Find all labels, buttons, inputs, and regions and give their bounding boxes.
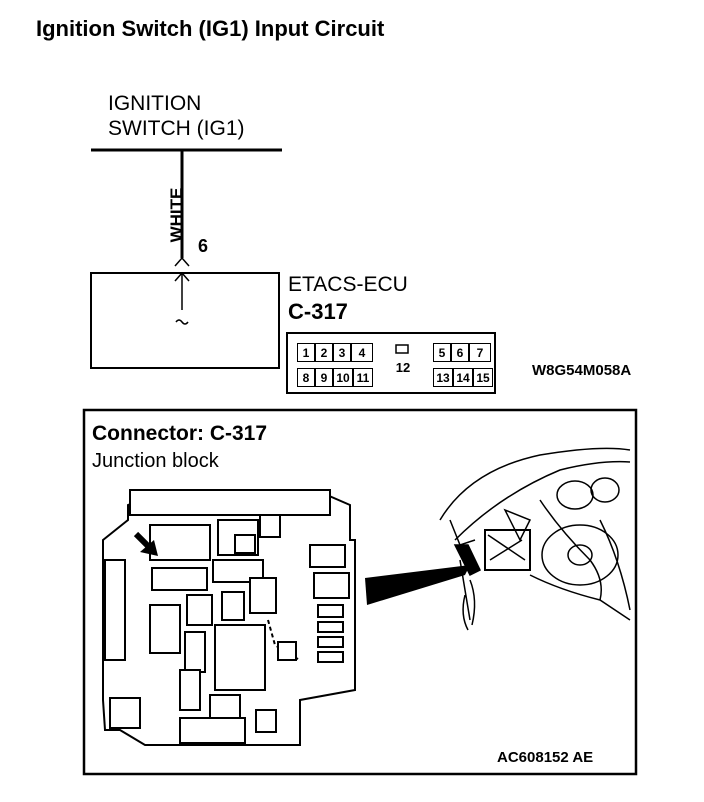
connector-pin: 15 — [473, 368, 493, 387]
schematic-reference-code: W8G54M058A — [532, 362, 632, 379]
connector-pin: 6 — [451, 343, 469, 362]
connector-pin: 10 — [333, 368, 353, 387]
connector-arrow-top — [174, 256, 190, 267]
connector-pin: 3 — [333, 343, 351, 362]
junction-block-illustration — [102, 489, 356, 746]
internal-break-mark — [175, 319, 189, 325]
ecu-box — [90, 272, 280, 369]
location-arrow — [133, 531, 158, 556]
connector-pin-center: 12 — [395, 360, 411, 375]
connector-pin: 7 — [469, 343, 491, 362]
connector-pin: 1 — [297, 343, 315, 362]
connector-pin: 9 — [315, 368, 333, 387]
connector-pin: 8 — [297, 368, 315, 387]
photo-reference-code: AC608152 AE — [497, 749, 594, 766]
connector-face-outline — [286, 332, 496, 394]
photo-frame — [82, 408, 638, 776]
connector-pin: 14 — [453, 368, 473, 387]
connector-lock-tab — [395, 344, 409, 354]
ignition-switch-label-line2: SWITCH (IG1) — [108, 117, 245, 140]
zoom-wedge — [365, 565, 470, 605]
connector-pin: 2 — [315, 343, 333, 362]
ignition-switch-label-line1: IGNITION — [108, 92, 202, 115]
photo-subtitle: Junction block — [92, 450, 219, 472]
dashboard-illustration — [439, 447, 631, 631]
ecu-name-label: ETACS-ECU — [288, 273, 408, 296]
connector-pin: 5 — [433, 343, 451, 362]
wire-color-label: WHITE — [167, 187, 186, 243]
pin-number-label: 6 — [198, 236, 209, 256]
photo-title: Connector: C-317 — [92, 422, 268, 445]
connector-pin: 4 — [351, 343, 373, 362]
connector-id-label: C-317 — [288, 299, 348, 324]
connector-pin: 11 — [353, 368, 373, 387]
page-title: Ignition Switch (IG1) Input Circuit — [36, 16, 385, 41]
connector-pin: 13 — [433, 368, 453, 387]
